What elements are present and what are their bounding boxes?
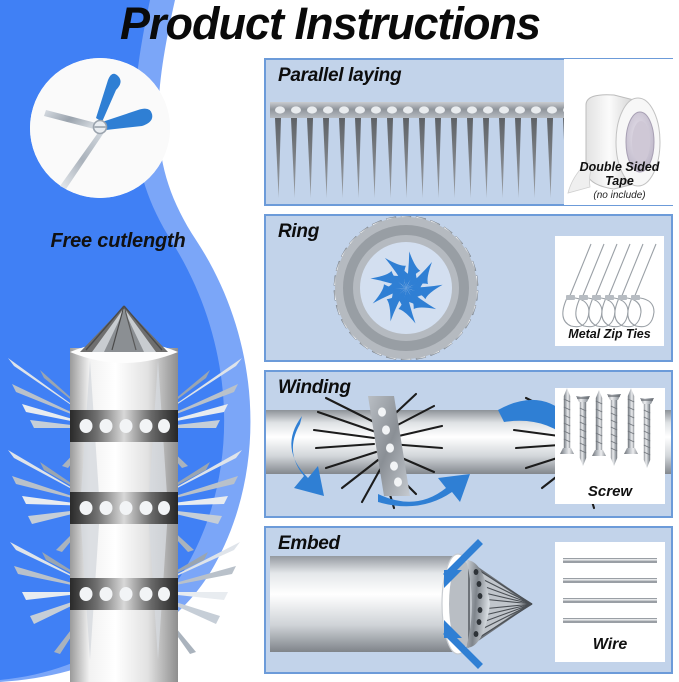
spike-ring-circle-icon xyxy=(333,216,479,360)
page-title: Product Instructions xyxy=(120,0,541,49)
panel-title: Parallel laying xyxy=(278,65,402,86)
panel-embed[interactable]: Embed Wire xyxy=(264,526,673,674)
inset-label: Screw xyxy=(587,483,633,500)
panel-parallel-laying[interactable]: Parallel laying xyxy=(264,58,675,206)
spiked-pole-product-photo xyxy=(8,305,242,682)
inset-wire: Wire xyxy=(555,542,665,662)
inset-double-sided-tape: Double Sided Tape (no include) xyxy=(564,59,675,205)
screws-icon xyxy=(560,388,654,468)
panel-winding[interactable]: Winding xyxy=(264,370,673,518)
inset-screws: Screw xyxy=(555,388,665,504)
inset-label: Metal Zip Ties xyxy=(568,327,651,341)
panel-title: Ring xyxy=(278,221,320,242)
metal-zip-ties-icon xyxy=(562,243,657,328)
double-sided-tape-roll-icon xyxy=(567,94,661,194)
panel-title: Winding xyxy=(278,377,351,398)
wire-strands-icon xyxy=(563,558,657,623)
panel-title: Embed xyxy=(278,533,340,554)
inset-metal-zip-ties: Metal Zip Ties xyxy=(555,236,664,346)
inset-label: Double Sided Tape xyxy=(579,160,660,188)
inset-sublabel: (no include) xyxy=(593,190,646,201)
panel-ring[interactable]: Ring xyxy=(264,214,673,362)
scissors-icon xyxy=(30,58,170,198)
spike-cone-embedded-in-pipe-icon xyxy=(270,539,533,669)
inset-label: Wire xyxy=(592,636,628,653)
free-cut-badge xyxy=(30,58,170,198)
free-cut-label: Free cutlength xyxy=(50,230,186,252)
